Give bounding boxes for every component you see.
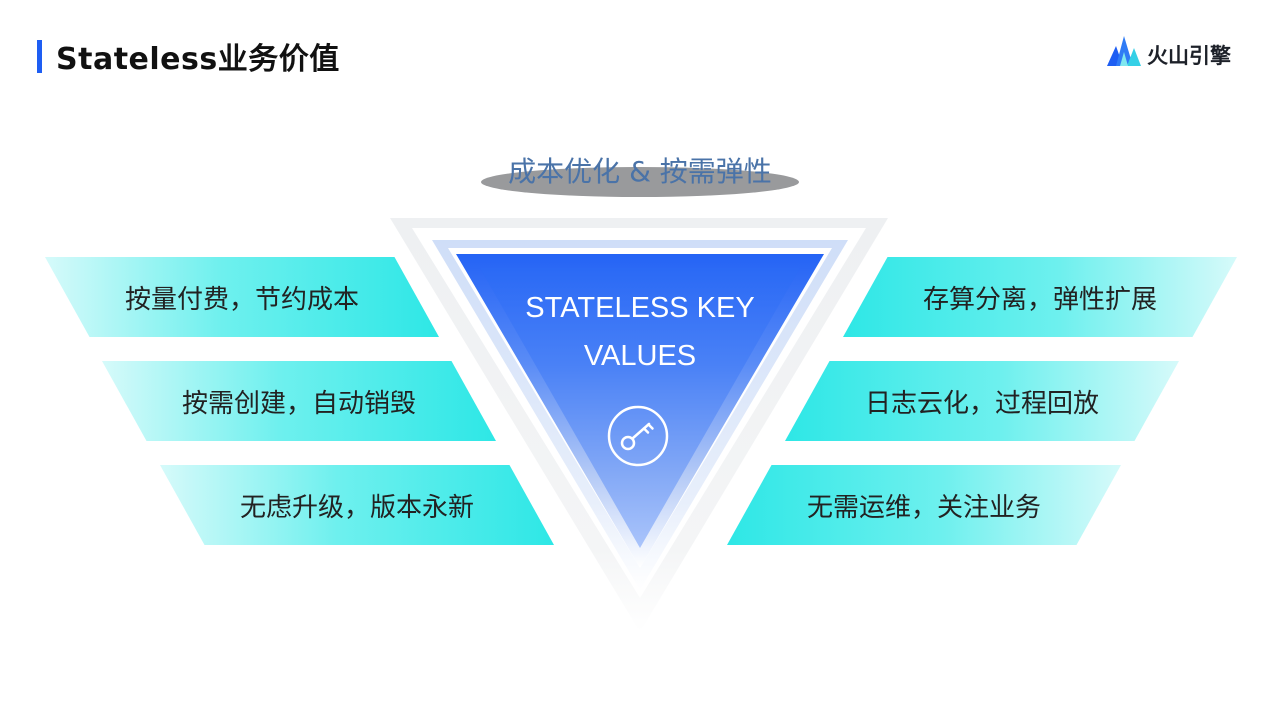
title-accent-bar (37, 40, 42, 73)
right-item-3-label: 无需运维，关注业务 (806, 492, 1041, 523)
key-icon (607, 405, 669, 467)
triangle-inner (456, 254, 824, 568)
left-item-2-label: 按需创建，自动销毁 (181, 388, 416, 419)
left-item-1-label: 按量付费，节约成本 (124, 284, 359, 315)
center-label-line2: VALUES (583, 340, 697, 372)
left-item-3-label: 无虑升级，版本永新 (239, 492, 474, 523)
right-item-2: 日志云化，过程回放 (785, 361, 1179, 441)
right-item-1: 存算分离，弹性扩展 (843, 257, 1237, 337)
volcano-logo-icon (1107, 36, 1141, 66)
brand-logo: 火山引擎 (1107, 34, 1247, 70)
center-label-line1: STATELESS KEY (525, 292, 755, 324)
right-item-2-label: 日志云化，过程回放 (864, 388, 1099, 419)
subtitle-pill (481, 167, 799, 197)
right-item-1-label: 存算分离，弹性扩展 (922, 284, 1157, 315)
center-label: STATELESS KEY VALUES (480, 284, 800, 380)
right-item-3: 无需运维，关注业务 (727, 465, 1121, 545)
brand-name: 火山引擎 (1147, 44, 1231, 68)
diagram-subtitle: 成本优化 & 按需弹性 (508, 155, 772, 188)
left-item-3: 无虑升级，版本永新 (160, 465, 554, 545)
left-item-1: 按量付费，节约成本 (45, 257, 439, 337)
page-title: Stateless业务价值 (56, 42, 340, 77)
left-item-2: 按需创建，自动销毁 (102, 361, 496, 441)
